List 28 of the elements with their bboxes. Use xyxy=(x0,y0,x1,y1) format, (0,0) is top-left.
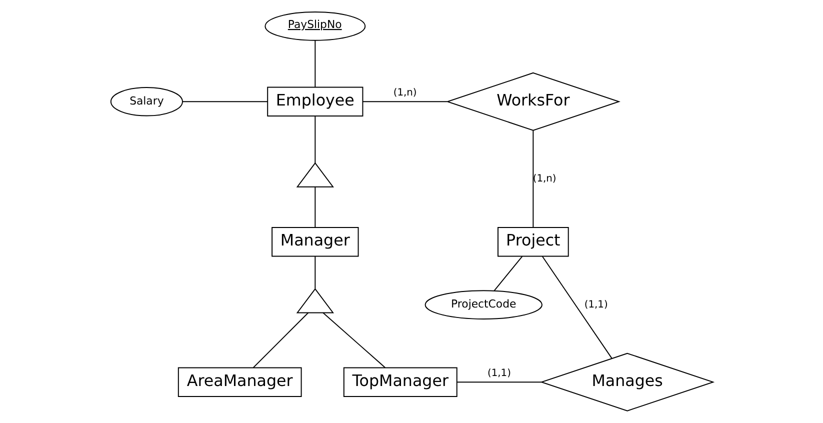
node-ellipse: ProjectCode xyxy=(424,290,542,320)
connector xyxy=(493,256,522,292)
node-box: Employee xyxy=(266,86,363,116)
connector xyxy=(314,256,316,290)
connector xyxy=(314,186,316,228)
edge-label: (1,1) xyxy=(584,299,608,310)
edge-label: (1,n) xyxy=(532,173,556,184)
connector xyxy=(456,382,542,383)
node-ellipse: PaySlipNo xyxy=(264,12,366,41)
edge-label: (1,n) xyxy=(392,88,416,99)
node-diamond: Manages xyxy=(540,352,714,412)
connector xyxy=(322,312,386,368)
connector xyxy=(252,312,308,368)
node-box: Manager xyxy=(271,227,358,257)
connector xyxy=(362,101,448,102)
node-ellipse: Salary xyxy=(110,86,182,116)
connector xyxy=(532,130,534,228)
node-triangle xyxy=(296,288,334,314)
edge-label: (1,1) xyxy=(487,368,510,380)
connector xyxy=(541,256,612,359)
node-diamond: WorksFor xyxy=(445,72,620,131)
node-box: TopManager xyxy=(342,367,457,397)
node-box: Project xyxy=(497,227,568,257)
connector xyxy=(314,40,316,88)
node-box: AreaManager xyxy=(177,367,302,397)
connector xyxy=(314,116,316,164)
node-triangle xyxy=(296,162,334,188)
connector xyxy=(182,101,268,102)
